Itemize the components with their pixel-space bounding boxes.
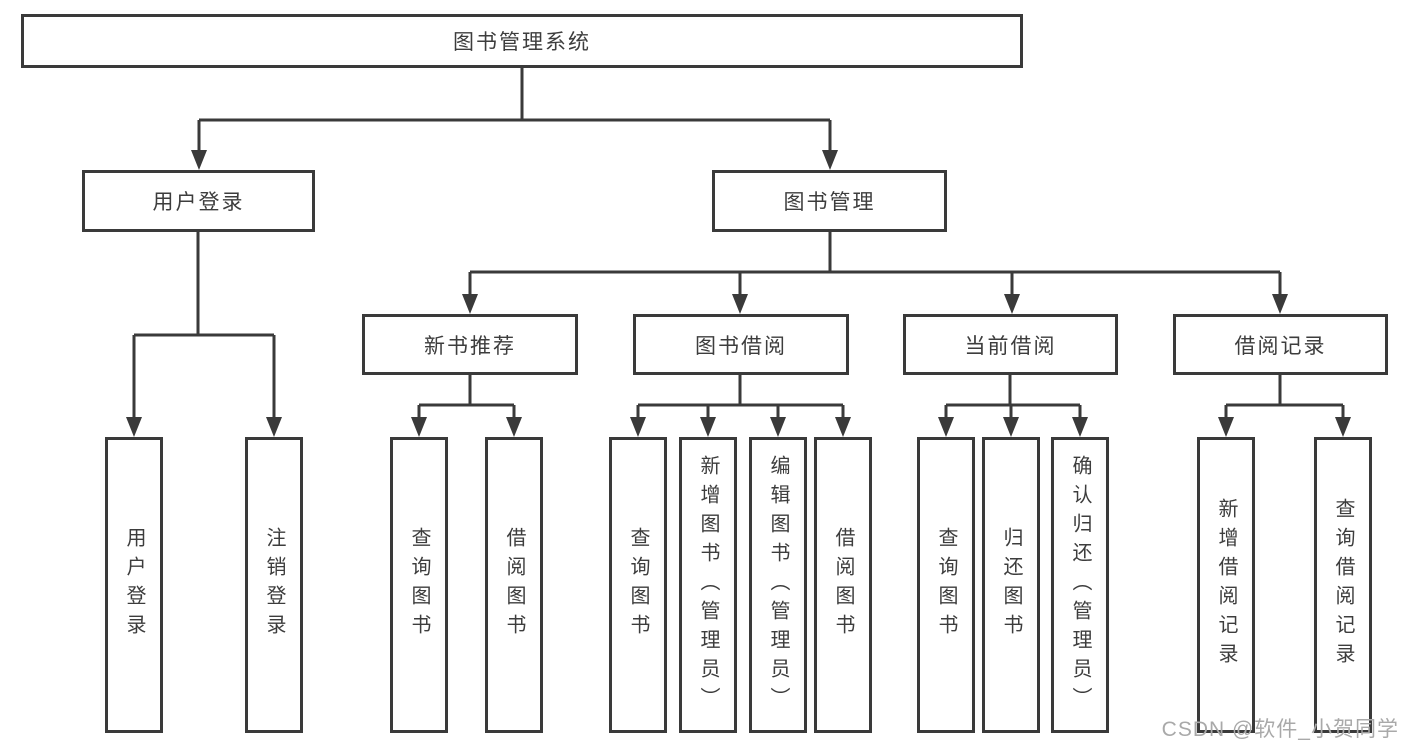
node-book-management: 图书管理 bbox=[712, 170, 947, 232]
leaf-return-books: 归还图书 bbox=[982, 437, 1040, 733]
leaf-query-books-current: 查询图书 bbox=[917, 437, 975, 733]
leaf-edit-books-admin: 编辑图书（管理员） bbox=[749, 437, 807, 733]
leaf-add-books-admin: 新增图书（管理员） bbox=[679, 437, 737, 733]
leaf-user-login: 用户登录 bbox=[105, 437, 163, 733]
node-current-borrowing: 当前借阅 bbox=[903, 314, 1118, 375]
leaf-query-borrow-record: 查询借阅记录 bbox=[1314, 437, 1372, 733]
node-root: 图书管理系统 bbox=[21, 14, 1023, 68]
csdn-watermark: CSDN @软件_小贺同学 bbox=[1161, 718, 1399, 741]
leaf-confirm-return-admin: 确认归还（管理员） bbox=[1051, 437, 1109, 733]
node-user-login: 用户登录 bbox=[82, 170, 315, 232]
node-book-borrowing: 图书借阅 bbox=[633, 314, 849, 375]
leaf-add-borrow-record: 新增借阅记录 bbox=[1197, 437, 1255, 733]
leaf-borrow-books-recommend: 借阅图书 bbox=[485, 437, 543, 733]
leaf-query-books-recommend: 查询图书 bbox=[390, 437, 448, 733]
leaf-borrow-books-borrowing: 借阅图书 bbox=[814, 437, 872, 733]
node-borrowing-records: 借阅记录 bbox=[1173, 314, 1388, 375]
leaf-query-books-borrowing: 查询图书 bbox=[609, 437, 667, 733]
node-new-book-recommendation: 新书推荐 bbox=[362, 314, 578, 375]
leaf-logout: 注销登录 bbox=[245, 437, 303, 733]
